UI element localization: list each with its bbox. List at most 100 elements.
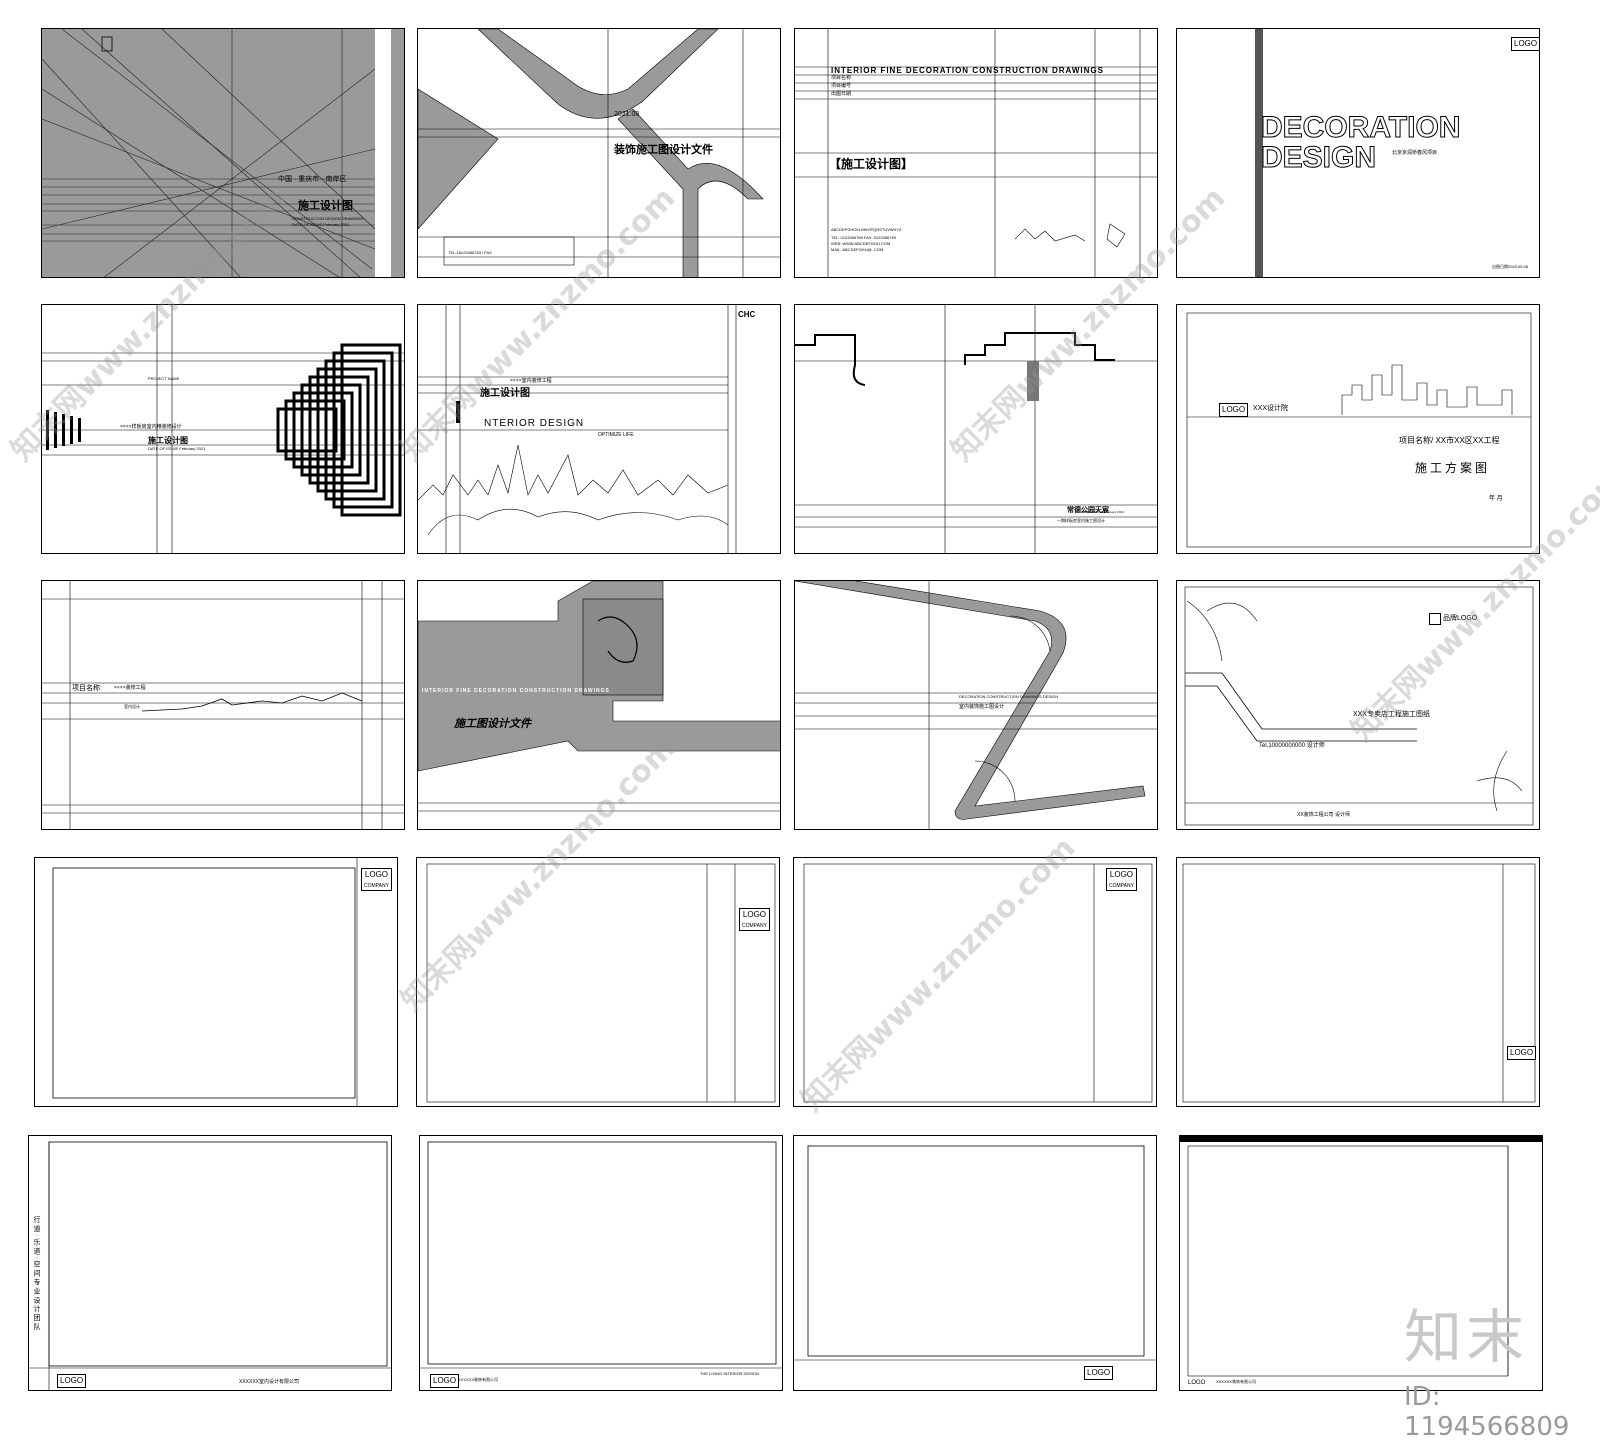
brand-id: ID: 1194566809 (1404, 1382, 1570, 1442)
sheet-3[interactable]: INTERIOR FINE DECORATION CONSTRUCTION DR… (794, 28, 1158, 278)
sheet-7-sub: 一期样板房室内施工图设计 (1057, 518, 1105, 523)
sheet-17-company: XXXXXX室内设计有限公司 (239, 1379, 300, 1385)
sheet-3-lines (795, 29, 1157, 277)
sheet-14-logo-text: LOGO (742, 910, 767, 919)
sheet-17-lines (29, 1141, 391, 1390)
sheet-16-lines (1182, 863, 1536, 1103)
sheet-1-lines (42, 29, 391, 277)
sheet-7-lines (795, 305, 1157, 553)
sheet-3-title: 【施工设计图】 (829, 157, 914, 171)
sheet-3-web: WEB: WWW.ABCDEFGHIJ.COM (831, 241, 891, 246)
sheet-13-logo-text: LOGO (364, 870, 389, 879)
sheet-19[interactable]: LOGO (793, 1135, 1157, 1391)
sheet-2-lines (418, 29, 780, 277)
sheet-6-title: 施工设计图 (480, 388, 530, 399)
sheet-10[interactable]: INTERIOR FINE DECORATION CONSTRUCTION DR… (417, 580, 781, 830)
sheet-14-logo: LOGO COMPANY (739, 908, 770, 932)
sheet-15[interactable]: LOGO COMPANY (793, 857, 1157, 1107)
sheet-8-logo: LOGO (1219, 403, 1249, 417)
sheet-11-lines (795, 581, 1157, 829)
sheet-18[interactable]: LOGO XXXXXX装饰有限公司 THE LIVING INTERIOR DE… (419, 1135, 783, 1391)
sheet-3-label-1: 项目名称 (831, 75, 852, 81)
sheet-2-date: 2021.08 (614, 111, 640, 118)
sheet-5-lines (42, 305, 404, 553)
sheet-6-slogan: OPTIMIZE LIFE (598, 432, 634, 438)
sheet-6-project: ××××室内装修工程 (510, 378, 552, 384)
sheet-7[interactable]: 常德公园天宸 一期样板房室内施工图设计 DATE OF ISSUE Februa… (794, 304, 1158, 554)
sheet-12-lines (1184, 586, 1534, 826)
sheet-18-design: THE LIVING INTERIOR DESIGN (700, 1371, 759, 1376)
sheet-8-lines (1186, 312, 1532, 548)
sheet-5-title: 施工设计图 (148, 436, 188, 445)
sheet-2[interactable]: 2021.08 装饰施工图设计文件 TEL:18123456783 / FAX (417, 28, 781, 278)
sheet-3-label-3: 出图日期 (831, 91, 852, 97)
sheet-15-company: COMPANY (1109, 882, 1134, 889)
sheet-17[interactable]: 行 道 · 乐 道 · 空 间 专 业 设 计 团 队 LOGO XXXXXX室… (28, 1135, 392, 1391)
sheet-18-logo: LOGO (430, 1374, 460, 1388)
sheet-4-lines (1255, 29, 1263, 277)
sheet-12-logo: 品牌LOGO (1443, 615, 1478, 622)
sheet-13-logo: LOGO COMPANY (361, 868, 392, 892)
sheet-15-lines (803, 863, 1153, 1103)
sheet-14-lines (426, 863, 776, 1103)
sheet-11[interactable]: DECORATION CONSTRUCTION DRAWINGS DESIGN … (794, 580, 1158, 830)
sheet-5[interactable]: PROJECT NAME ××××样板房室内精装修设计 施工设计图 DATE O… (41, 304, 405, 554)
sheet-15-logo-text: LOGO (1109, 870, 1134, 879)
sheet-9-project: ××××装修工程 (114, 685, 146, 691)
sheet-3-tel: TEL: 0123456789 FAX: 0123456789 (831, 235, 896, 240)
sheet-12[interactable]: 品牌LOGO XXX专卖店工程施工图纸 Tel.10000000000 设计师 … (1176, 580, 1540, 830)
sheet-3-alpha: ABCDEFGHIJKLMNOPQRSTUVWXYZ (831, 227, 902, 232)
sheet-11-title: 室内装饰施工图设计 (959, 704, 1005, 710)
sheet-3-mail: MAIL: ABCDEFGHIJ@ .COM (831, 247, 884, 252)
sheet-20-logo: LOGO (1188, 1380, 1206, 1386)
sheet-6-lines (418, 305, 737, 553)
sheet-9-lines (42, 581, 404, 829)
sheet-19-logo: LOGO (1084, 1366, 1114, 1380)
sheet-18-lines (420, 1141, 782, 1369)
sheet-8-date: 年 月 (1489, 496, 1503, 502)
sheet-9-sub: 室内设计 (124, 704, 140, 709)
sheet-17-vertical: 行 道 · 乐 道 · 空 间 专 业 设 计 团 队 (33, 1216, 40, 1330)
sheet-16-logo: LOGO (1507, 1046, 1537, 1060)
sheet-12-tel: Tel.10000000000 设计师 (1259, 743, 1325, 749)
sheet-5-sub: PROJECT NAME (148, 376, 180, 381)
sheet-8-institute: XXX设计院 (1253, 405, 1289, 412)
sheet-4-project: 北京京润桥春风项目 (1392, 150, 1438, 156)
sheet-13[interactable]: LOGO COMPANY (34, 857, 398, 1107)
sheet-6-eng: NTERIOR DESIGN (484, 418, 585, 429)
sheet-15-logo: LOGO COMPANY (1106, 868, 1137, 892)
sheet-4[interactable]: LOGO DECORATION DESIGN 北京京润桥春风项目 出图日期202… (1176, 28, 1540, 278)
sheet-17-logo: LOGO (57, 1374, 87, 1388)
sheet-20-company: XXXXXX装饰有限公司 (1216, 1379, 1257, 1384)
sheet-10-eng: INTERIOR FINE DECORATION CONSTRUCTION DR… (422, 688, 610, 694)
sheet-3-label-2: 项目编号 (831, 83, 852, 89)
sheet-6[interactable]: CHC ××××室内装修工程 施工设计图 NTERIOR DESIGN OPTI… (417, 304, 781, 554)
sheet-13-lines (52, 858, 358, 1106)
sheet-4-title-2: DESIGN (1260, 141, 1377, 174)
sheet-7-company: 常德公园天宸 (1067, 507, 1109, 514)
sheet-20[interactable]: LOGO XXXXXX装饰有限公司 (1179, 1135, 1543, 1391)
sheet-19-lines (794, 1145, 1156, 1361)
sheet-7-date: DATE OF ISSUE February 2021 (1081, 510, 1124, 514)
sheet-8-project: 项目名称/ XX市XX区XX工程 (1399, 436, 1500, 445)
sheet-8[interactable]: LOGO XXX设计院 项目名称/ XX市XX区XX工程 施 工 方 案 图 年… (1176, 304, 1540, 554)
sheet-14[interactable]: LOGO COMPANY (416, 857, 780, 1107)
sheet-8-title: 施 工 方 案 图 (1415, 461, 1488, 475)
sheet-1-eng: CONSTRUCTION DESIGN DRAWINGS (292, 216, 364, 221)
sheet-9[interactable]: 项目名称: ××××装修工程 室内设计 (41, 580, 405, 830)
sheet-9-label: 项目名称: (72, 685, 102, 692)
sheet-2-title: 装饰施工图设计文件 (614, 144, 713, 156)
brand-logo: 知末 (1404, 1303, 1529, 1371)
sheet-4-date: 出图日期2023.05.08 (1492, 264, 1529, 269)
sheet-10-title: 施工图设计文件 (454, 718, 531, 730)
sheet-16[interactable]: LOGO (1176, 857, 1540, 1107)
sheet-4-title-1: DECORATION (1260, 111, 1461, 144)
sheet-12-title: XXX专卖店工程施工图纸 (1353, 711, 1431, 718)
sheet-1-date: DATE OF ISSUE February 2021 (292, 222, 350, 227)
sheet-5-date: DATE OF ISSUE February 2021 (148, 446, 206, 451)
sheet-4-logo: LOGO (1511, 37, 1539, 51)
sheet-12-company: XX装饰工程公司 设计师 (1297, 812, 1351, 818)
sheet-10-lines (418, 581, 780, 812)
sheet-1[interactable]: 中国 · 重庆市 · 南岸区 施工设计图 CONSTRUCTION DESIGN… (41, 28, 405, 278)
sheet-2-contact: TEL:18123456783 / FAX (448, 250, 492, 255)
